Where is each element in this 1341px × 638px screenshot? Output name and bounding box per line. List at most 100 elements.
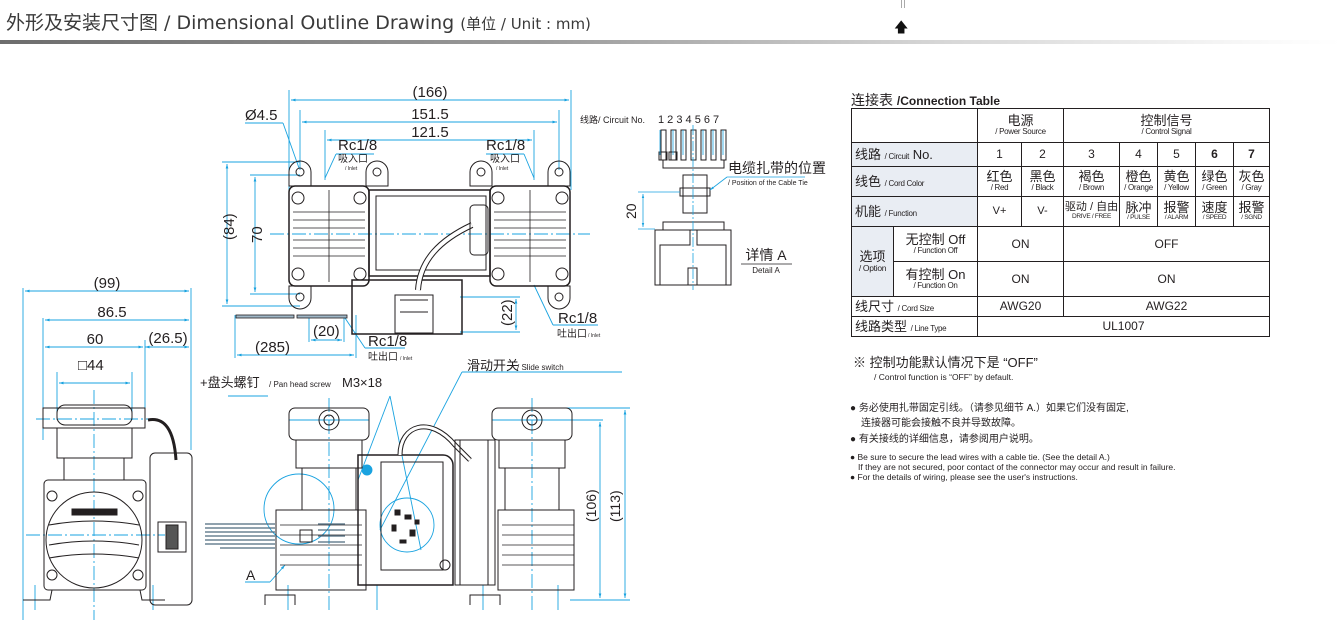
cable-tie-cn: 电缆扎带的位置: [728, 160, 826, 176]
table-row-cord-size: 线尺寸 / Cord Size AWG20 AWG22: [851, 296, 1270, 317]
dim-mount-pitch: 151.5: [411, 106, 449, 123]
detail-tie-dim: 20: [623, 203, 639, 219]
circuit-cell: 5: [1157, 142, 1196, 167]
circuit-numbers: 1 2 3 4 5 6 7: [658, 114, 719, 126]
table-row-option-on: 有控制 On/ Function On ON ON: [852, 261, 1270, 297]
function-cell: 脉冲/ PULSE: [1119, 196, 1158, 227]
row-header-cord-size: 线尺寸 / Cord Size: [851, 296, 978, 317]
connection-table-title: 连接表 /Connection Table: [851, 90, 1000, 110]
cord-size-signal: AWG22: [1063, 296, 1270, 317]
row-header-line-type: 线路类型 / Line Type: [851, 316, 978, 337]
inlet-left-cn: 吸入口: [338, 154, 368, 165]
dim-side-box: (26.5): [148, 330, 187, 347]
color-cell: 红色/ Red: [977, 166, 1022, 197]
color-cell: 褐色/ Brown: [1063, 166, 1120, 197]
table-corner-cell: [851, 108, 978, 143]
table-row-circuit: 线路 / Circuit No. 1 2 3 4 5 6 7: [851, 142, 1270, 167]
front-view: [205, 371, 630, 610]
function-cell: V+: [977, 196, 1022, 227]
note-default-en: / Control function is “OFF” by default.: [874, 372, 1014, 382]
circuit-cell: 3: [1063, 142, 1120, 167]
dim-cord-strip: (20): [313, 323, 340, 340]
function-cell: 报警/ SGND: [1233, 196, 1270, 227]
unit-label: (单位 / Unit : mm): [460, 15, 591, 33]
row-header-circuit: 线路 / Circuit No.: [851, 142, 978, 167]
color-cell: 绿色/ Green: [1195, 166, 1234, 197]
color-cell: 灰色/ Gray: [1233, 166, 1270, 197]
option-off-signal: OFF: [1063, 226, 1270, 262]
dim-box-offset: (22): [499, 299, 516, 326]
dim-side-body: 60: [87, 331, 104, 348]
circuit-cell: 4: [1119, 142, 1158, 167]
function-cell: 速度/ SPEED: [1195, 196, 1234, 227]
outlet-left-size: Rc1/8: [368, 333, 407, 350]
brand-label: NITTO KOHKI: [74, 510, 106, 516]
switch-label-cn: 滑动开关: [467, 358, 519, 373]
dim-side-mount: 86.5: [97, 304, 126, 321]
cord-size-power: AWG20: [977, 296, 1064, 317]
row-header-function: 机能 / Function: [851, 196, 978, 227]
top-view: [222, 90, 598, 358]
connection-table-title-en: /Connection Table: [896, 94, 1001, 108]
dim-cord-length: (285): [255, 339, 290, 356]
circuit-cell: 7: [1233, 142, 1270, 167]
option-off-label: 无控制 Off/ Function Off: [893, 226, 978, 262]
dim-side-square: □44: [78, 357, 104, 374]
dim-port-pitch: 121.5: [411, 124, 449, 141]
note-bullet1-en-b: If they are not secured, poor contact of…: [858, 462, 1176, 472]
color-cell: 黑色/ Black: [1021, 166, 1064, 197]
scroll-indicator: [901, 0, 905, 8]
switch-label-en: / Slide switch: [517, 363, 564, 372]
inlet-right-size: Rc1/8: [486, 137, 525, 154]
dim-overall-width: (166): [412, 84, 447, 101]
note-bullet1-cn-a: ● 务必使用扎带固定引线。（请参见细节 A.）如果它们没有固定,: [850, 403, 1129, 414]
circuit-cell: 1: [977, 142, 1022, 167]
line-type-value: UL1007: [977, 316, 1270, 337]
note-default-cn: ※ 控制功能默认情况下是 “OFF”: [853, 355, 1038, 370]
outlet-right-en: / Inlet: [588, 333, 601, 339]
outlet-left-en: / Inlet: [400, 356, 413, 362]
up-arrow-icon[interactable]: 🡅: [894, 19, 909, 35]
side-view: [22, 288, 193, 620]
detail-a-drawing: [638, 125, 805, 290]
dim-height-a: (106): [583, 489, 599, 522]
color-cell: 黄色/ Yellow: [1157, 166, 1196, 197]
page-title: 外形及安装尺寸图 / Dimensional Outline Drawing (…: [6, 8, 591, 35]
inlet-left-size: Rc1/8: [338, 137, 377, 154]
function-cell: 报警/ ALARM: [1157, 196, 1196, 227]
connection-table-title-cn: 连接表: [851, 92, 893, 108]
table-row-line-type: 线路类型 / Line Type UL1007: [851, 316, 1270, 337]
table-header-row: 电源/ Power Source 控制信号/ Control Signal: [851, 108, 1270, 143]
option-off-power: ON: [977, 226, 1064, 262]
color-cell: 橙色/ Orange: [1119, 166, 1158, 197]
page-title-text: 外形及安装尺寸图 / Dimensional Outline Drawing: [6, 12, 455, 34]
group-power-source: 电源/ Power Source: [977, 108, 1064, 143]
inlet-left-en: / Inlet: [345, 166, 358, 172]
outlet-right-cn: 吐出口: [557, 327, 587, 340]
screw-size: M3×18: [342, 375, 382, 390]
detail-a-subtitle: Detail A: [752, 266, 780, 275]
dim-hole-dia: Ø4.5: [245, 107, 278, 124]
inlet-right-cn: 吸入口: [490, 154, 520, 165]
circuit-cell: 6: [1195, 142, 1234, 167]
row-header-option: 选项/ Option: [851, 226, 894, 297]
option-on-power: ON: [977, 261, 1064, 297]
connection-table: 电源/ Power Source 控制信号/ Control Signal 线路…: [851, 108, 1270, 337]
dim-mount-depth: 70: [249, 226, 266, 243]
dim-side-overall: (99): [94, 275, 121, 292]
note-bullet2-en: ● For the details of wiring, please see …: [850, 472, 1078, 482]
note-bullet1-cn-b: 连接器可能会接触不良并导致故障。: [861, 418, 1021, 429]
outlet-right-size: Rc1/8: [558, 310, 597, 327]
header-divider: [0, 40, 1341, 44]
group-control-signal: 控制信号/ Control Signal: [1063, 108, 1270, 143]
circuit-cell: 2: [1021, 142, 1064, 167]
circuit-label: 线路/ Circuit No.: [580, 114, 645, 125]
table-row-option-off: 选项/ Option 无控制 Off/ Function Off ON OFF: [851, 226, 1270, 297]
table-row-cord-color: 线色 / Cord Color 红色/ Red 黑色/ Black 褐色/ Br…: [851, 166, 1270, 197]
dim-height-b: (113): [607, 490, 623, 522]
outlet-left-cn: 吐出口: [368, 350, 398, 363]
option-on-signal: ON: [1063, 261, 1270, 297]
dim-overall-depth: (84): [221, 213, 238, 240]
